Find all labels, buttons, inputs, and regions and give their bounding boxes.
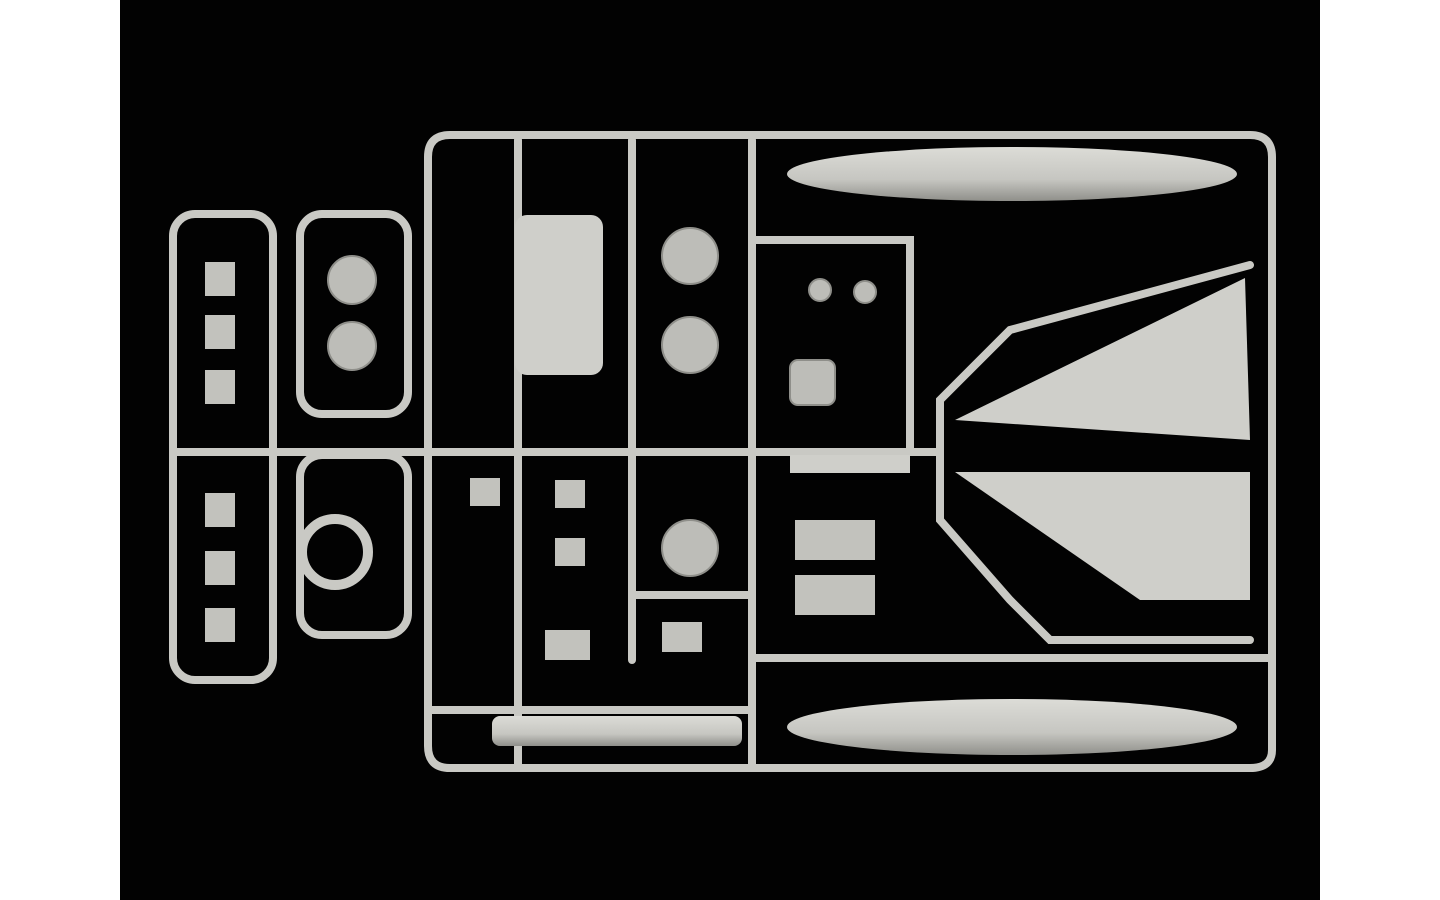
- exhaust-ring: [297, 514, 373, 590]
- pilot-head: [808, 278, 832, 302]
- sprue-frame-wheels: [296, 210, 412, 418]
- bar-part: [790, 455, 910, 473]
- sprue-runner-top: [748, 236, 1274, 662]
- sprue-runner-sub: [424, 591, 756, 714]
- pilot-body: [789, 359, 836, 406]
- engine-part-a: [515, 215, 603, 375]
- wing-lower: [955, 472, 1250, 600]
- fuel-tank-top: [787, 147, 1237, 201]
- sprue-frame-main: [424, 131, 1276, 772]
- wheel-a: [327, 255, 377, 305]
- fuel-tank-bottom: [787, 699, 1237, 755]
- helmet: [853, 280, 877, 304]
- cylinder-part: [492, 716, 742, 746]
- sprue-runner-diag: [936, 261, 1254, 644]
- wing-upper: [955, 278, 1250, 440]
- sprue-frame-ring: [296, 451, 412, 639]
- intake-c: [661, 519, 719, 577]
- wheel-b: [327, 321, 377, 371]
- intake-a: [661, 227, 719, 285]
- sprue-frame-left-a: [169, 210, 277, 684]
- intake-b: [661, 316, 719, 374]
